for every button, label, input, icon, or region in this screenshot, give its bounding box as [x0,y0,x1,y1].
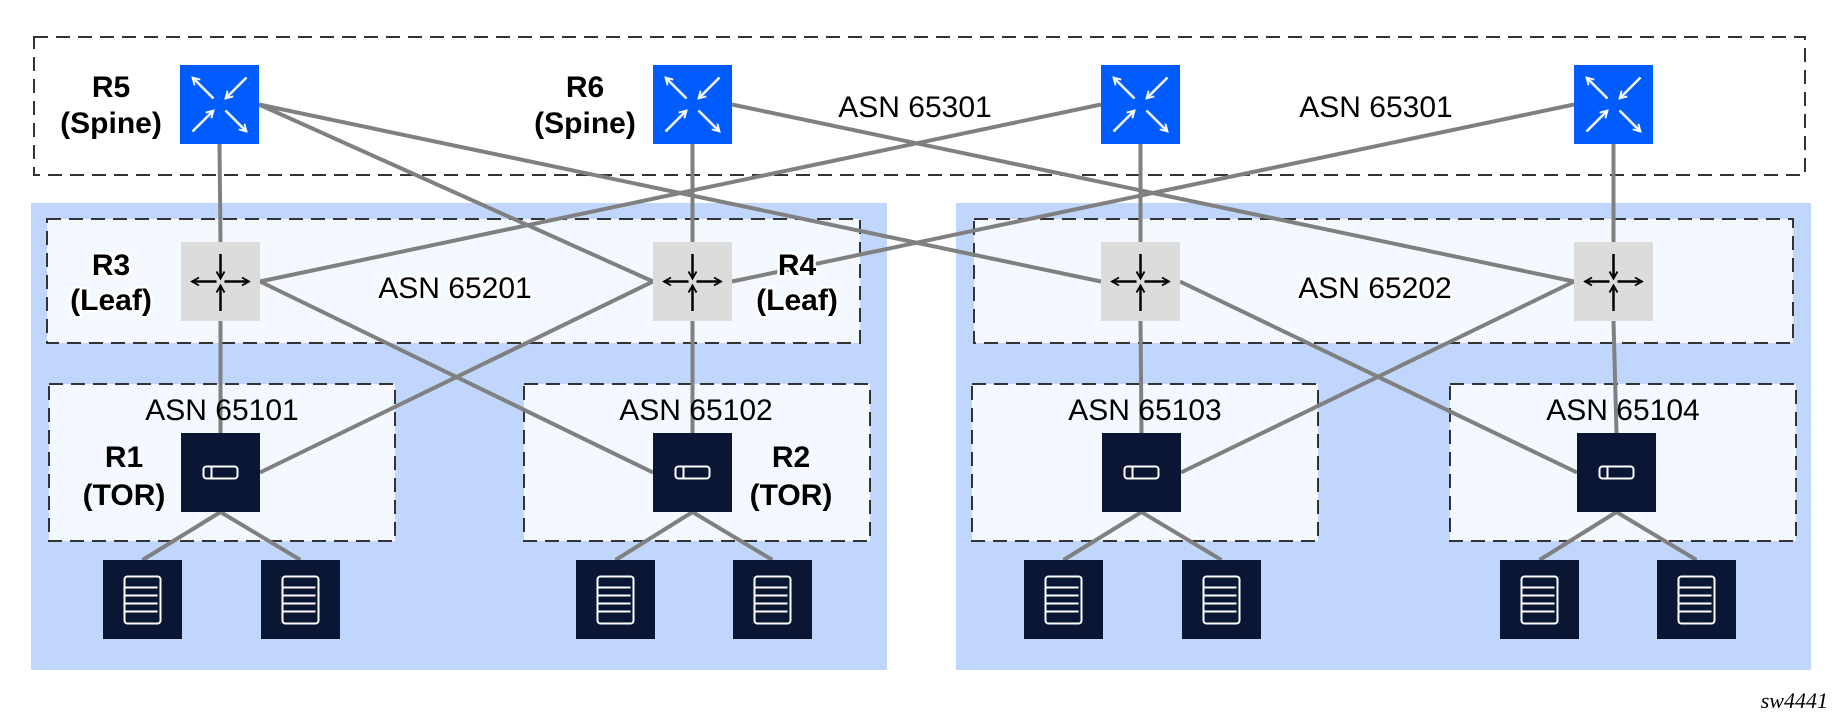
nodes-layer [103,65,1736,639]
r4-name-label: R4 [778,249,817,282]
server-links-layer [141,510,1698,562]
link-r4-r1 [259,279,654,475]
r3-name-label: R3 [92,249,130,282]
server-link-r1-1 [141,510,222,562]
r3-role-label: (Leaf) [70,284,152,317]
pod1-leaf-asn-label: ASN 65201 [378,272,531,305]
spine-node-s4 [1574,65,1653,144]
leaf-node-l3 [1101,242,1180,321]
figure-id-label: sw4441 [1761,688,1828,713]
server-link-r1-2 [219,510,302,562]
link-r5-r3 [217,143,223,243]
r1-role-label: (TOR) [83,479,166,512]
tor-node-t3 [1102,433,1181,512]
leaf-router-icon [653,242,732,321]
spine-node-r5 [180,65,259,144]
leaf-router-icon [1101,242,1180,321]
link-r5-r4 [258,102,654,284]
server-icon [1182,560,1261,639]
server-link-t4-2 [1615,510,1698,562]
links-layer [217,102,1619,475]
leaf-node-r3 [181,242,260,321]
t4-asn-label: ASN 65104 [1546,394,1699,427]
t3-asn-label: ASN 65103 [1068,394,1221,427]
r2-name-label: R2 [772,441,810,474]
link-s4-r4 [731,102,1575,284]
server-link-t3-2 [1140,510,1223,562]
spine-router-icon [653,65,732,144]
r6-name-label: R6 [566,71,604,104]
spine-router-icon [1574,65,1653,144]
tor-node-r2 [653,433,732,512]
r5-role-label: (Spine) [60,107,162,140]
r5-name-label: R5 [92,71,130,104]
leaf-node-r4 [653,242,732,321]
r6-role-label: (Spine) [534,107,636,140]
server-icon [103,560,182,639]
tor-switch-icon [1577,433,1656,512]
r4-role-label: (Leaf) [756,284,838,317]
r1-name-label: R1 [105,441,143,474]
spine-router-icon [180,65,259,144]
leaf-node-l4 [1574,242,1653,321]
server-icon [1657,560,1736,639]
spine-layer-box [33,36,1806,176]
server-link-t4-1 [1538,510,1618,562]
tor-switch-icon [1102,433,1181,512]
link-l3-t3 [1138,320,1144,434]
link-s3-r3 [259,102,1102,284]
leaf-router-icon [1574,242,1653,321]
tor-node-t4 [1577,433,1656,512]
r1-asn-label: ASN 65101 [145,394,298,427]
tor-node-r1 [181,433,260,512]
spine-asn-label-2: ASN 65301 [1299,91,1452,124]
spine-router-icon [1101,65,1180,144]
leaf-router-icon [181,242,260,321]
server-icon [1024,560,1103,639]
server-link-r2-2 [691,510,774,562]
link-l4-t3 [1180,279,1575,475]
spine-node-r6 [653,65,732,144]
server-icon [261,560,340,639]
spine-asn-label-1: ASN 65301 [838,91,991,124]
server-icon [733,560,812,639]
server-icon [1500,560,1579,639]
link-l4-t4 [1611,320,1619,434]
r2-asn-label: ASN 65102 [619,394,772,427]
tor-switch-icon [653,433,732,512]
server-link-r2-1 [614,510,694,562]
pod2-leaf-asn-label: ASN 65202 [1298,272,1451,305]
r2-role-label: (TOR) [750,479,833,512]
spine-node-s3 [1101,65,1180,144]
server-link-t3-1 [1062,510,1143,562]
tor-switch-icon [181,433,260,512]
server-icon [576,560,655,639]
